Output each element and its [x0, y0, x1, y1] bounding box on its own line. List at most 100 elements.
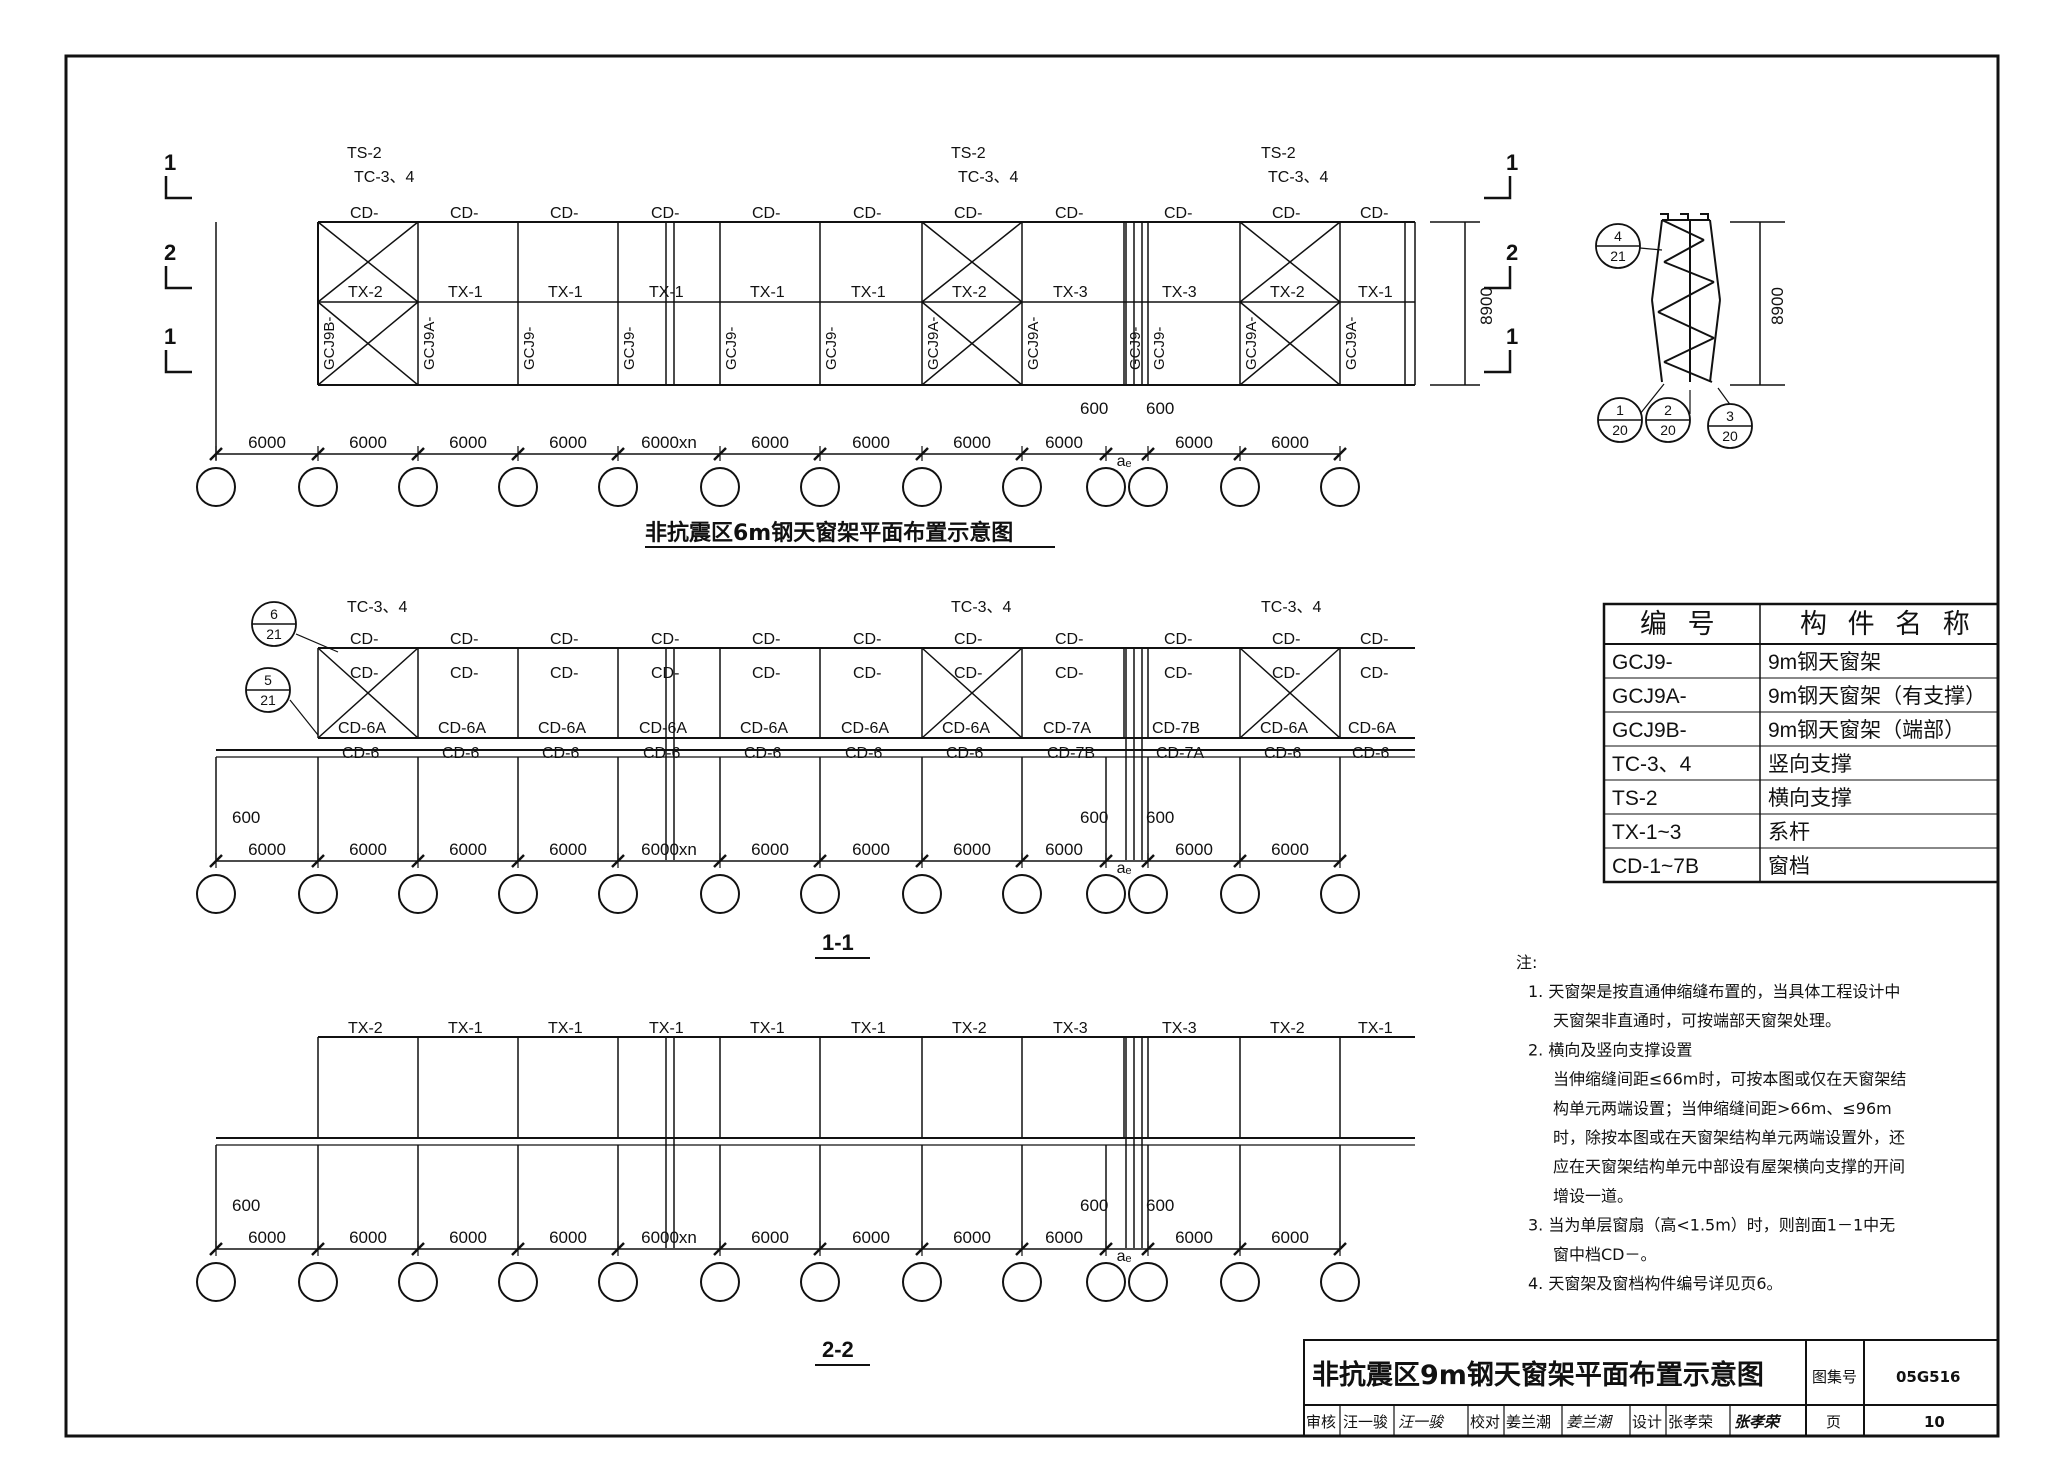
- detail-ref-sheet: 20: [1612, 422, 1628, 438]
- sec1-cd-low-label: CD-6A: [1260, 720, 1308, 737]
- plan-x-brace: [921, 221, 1023, 303]
- dim-bay-value: 6000: [549, 1228, 587, 1247]
- dim-bay-value: 6000xn: [641, 433, 697, 452]
- axis-bubble: [800, 1262, 840, 1302]
- detail-ref-sheet: 21: [266, 626, 282, 642]
- axis-bubble: [1220, 467, 1260, 507]
- plan-x-brace: [921, 301, 1023, 386]
- sec1-cd-bottom-label: CD-6: [342, 745, 379, 762]
- section-mark-right: [1484, 176, 1512, 200]
- dim-slash: [1015, 854, 1029, 868]
- plan-gcj-label: GCJ9A-: [1243, 317, 1260, 370]
- dim-slash: [411, 854, 425, 868]
- plan-tx-label: TX-1: [1358, 284, 1393, 301]
- note-line: 当伸缩缝间距≤66m时，可按本图或仅在天窗架结: [1553, 1070, 1906, 1089]
- sec1-cd-mid-label: CD-: [853, 665, 881, 682]
- note-line: 天窗架非直通时，可按端部天窗架处理。: [1553, 1011, 1841, 1030]
- sec2-tx-label: TX-1: [750, 1020, 785, 1037]
- sec1-cd-mid-label: CD-: [1272, 665, 1300, 682]
- dim-slash: [511, 1242, 525, 1256]
- sec1-cd-low-label: CD-6A: [338, 720, 386, 737]
- plan-title: 非抗震区6m钢天窗架平面布置示意图: [645, 520, 1013, 546]
- axis-bubble: [1086, 467, 1126, 507]
- dim-offset: 600: [1080, 399, 1108, 418]
- sec2-tx-label: TX-2: [1270, 1020, 1305, 1037]
- reviewer-signature: 汪一骏: [1398, 1413, 1445, 1431]
- section-mark-left: [164, 266, 192, 290]
- sec1-cd-top-label: CD-: [1164, 631, 1192, 648]
- sec1-cd-bottom-label: CD-7B: [1047, 745, 1095, 762]
- sec1-cd-mid-label: CD-: [651, 665, 679, 682]
- dim-bay-value: 6000xn: [641, 1228, 697, 1247]
- sec1-cd-top-label: CD-: [550, 631, 578, 648]
- dim-offset: 600: [1146, 1196, 1174, 1215]
- dim-slash: [1233, 447, 1247, 461]
- dim-bay-value: 6000: [349, 433, 387, 452]
- dim-slash: [611, 447, 625, 461]
- axis-bubble: [598, 1262, 638, 1302]
- leader-line: [289, 699, 319, 736]
- plan-x-brace: [1239, 301, 1341, 386]
- designer-signature: 张孝荣: [1734, 1413, 1782, 1431]
- sec1-cd-mid-label: CD-: [350, 665, 378, 682]
- dim-bay-value: 6000: [751, 840, 789, 859]
- plan-cd-label: CD-: [954, 205, 982, 222]
- section-2-2-view: [215, 1036, 1415, 1248]
- dim-bay-value: 6000: [1045, 1228, 1083, 1247]
- sec1-cd-bottom-label: CD-6: [442, 745, 479, 762]
- sec1-tc-label: TC-3、4: [347, 599, 408, 616]
- plan-ts-label-2: TS-2: [951, 145, 986, 162]
- dim-slash: [1099, 1242, 1113, 1256]
- sec1-cd-low-label: CD-6A: [438, 720, 486, 737]
- dim-offset: 600: [1146, 399, 1174, 418]
- section-mark-right: [1484, 350, 1512, 374]
- axis-bubble: [700, 467, 740, 507]
- plan-cd-label: CD-: [1055, 205, 1083, 222]
- axis-bubble: [196, 1262, 236, 1302]
- sec2-tx-label: TX-1: [1358, 1020, 1393, 1037]
- plan-tx-label: TX-3: [1053, 284, 1088, 301]
- axis-bubble: [498, 1262, 538, 1302]
- table-cell-code: CD-1~7B: [1612, 855, 1699, 878]
- dim-bay-value: 6000: [751, 433, 789, 452]
- dim-slash: [209, 1242, 223, 1256]
- table-cell-code: TX-1~3: [1612, 821, 1681, 844]
- dim-slash: [511, 447, 525, 461]
- table-header-name: 构 件 名 称: [1800, 609, 1976, 640]
- axis-bubble: [1128, 874, 1168, 914]
- axis-bubble: [1320, 874, 1360, 914]
- sec1-cd-top-label: CD-: [954, 631, 982, 648]
- plan-tc-label-3: TC-3、4: [1268, 169, 1329, 186]
- dim-bay-value: 6000: [751, 1228, 789, 1247]
- sec2-tx-label: TX-1: [448, 1020, 483, 1037]
- axis-bubble: [298, 467, 338, 507]
- dim-bay-value: 6000: [549, 840, 587, 859]
- dim-joint-label: aₑ: [1117, 1248, 1132, 1265]
- axis-bubble: [1002, 467, 1042, 507]
- plan-tx-label: TX-2: [348, 284, 383, 301]
- sec1-cd-low-label: CD-6A: [942, 720, 990, 737]
- sec1-cd-low-label: CD-6A: [538, 720, 586, 737]
- plan-tx-label: TX-2: [952, 284, 987, 301]
- dim-bay-value: 6000: [1045, 840, 1083, 859]
- dim-slash: [713, 1242, 727, 1256]
- plan-height-dim: 8900: [1477, 287, 1496, 325]
- dim-bay-value: 6000: [449, 1228, 487, 1247]
- table-cell-code: TC-3、4: [1612, 753, 1692, 776]
- plan-gcj-label: GCJ9-: [1127, 327, 1144, 370]
- axis-bubble: [800, 467, 840, 507]
- dim-slash: [1233, 854, 1247, 868]
- dim-bay-value: 6000: [349, 1228, 387, 1247]
- axis-bubble: [598, 467, 638, 507]
- table-cell-name: 窗档: [1768, 855, 1810, 878]
- plan-gcj-label: GCJ9A-: [421, 317, 438, 370]
- axis-bubble: [1128, 467, 1168, 507]
- plan-cd-label: CD-: [450, 205, 478, 222]
- note-line: 1. 天窗架是按直通伸缩缝布置的，当具体工程设计中: [1528, 982, 1900, 1001]
- sec1-cd-low-label: CD-6A: [841, 720, 889, 737]
- axis-bubble: [398, 1262, 438, 1302]
- dim-slash: [1333, 1242, 1347, 1256]
- axis-bubble: [902, 467, 942, 507]
- plan-tx-label: TX-1: [851, 284, 886, 301]
